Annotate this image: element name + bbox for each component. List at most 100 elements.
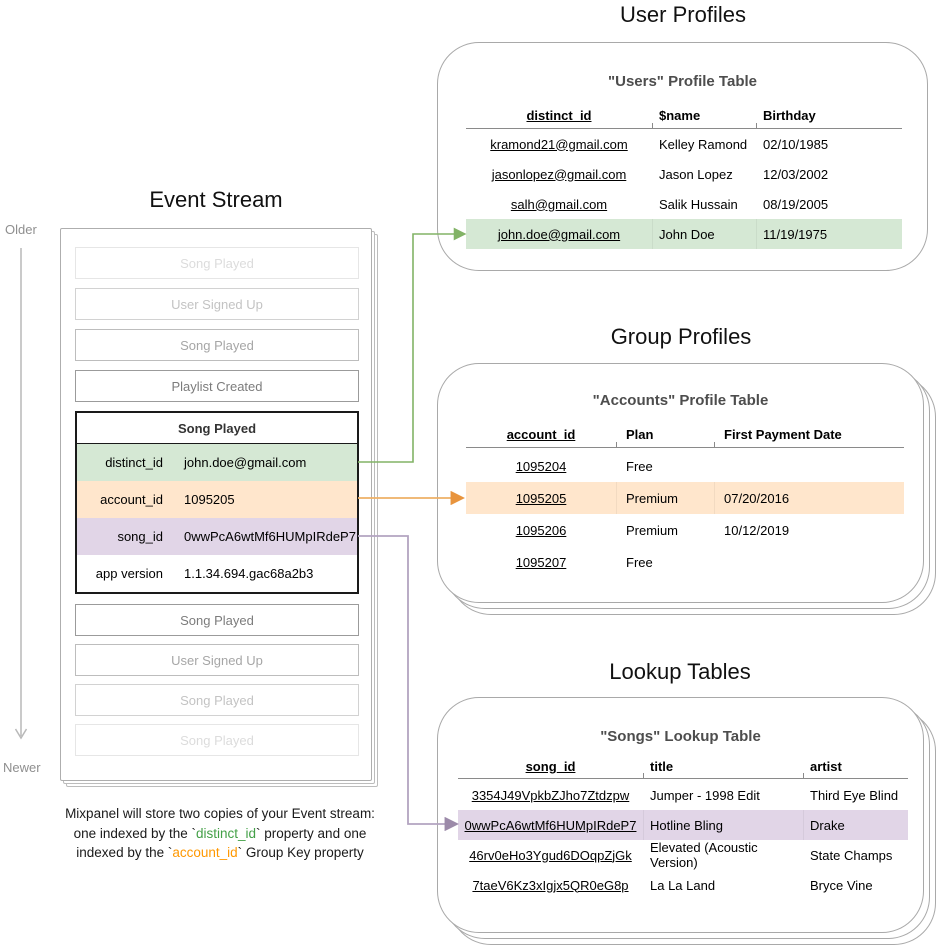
caption-text: one indexed by the `	[73, 825, 196, 841]
caption-text: indexed by the `	[76, 845, 173, 860]
column-divider-tick	[714, 442, 715, 447]
column-divider-tick	[652, 123, 653, 128]
cell-account-id: 1095206	[515, 522, 567, 538]
user-profiles-title: User Profiles	[620, 2, 746, 27]
cell-name: John Doe	[652, 219, 756, 249]
table-row: 46rv0eHo3Ygud6DOqpZjGk Elevated (Acousti…	[458, 840, 908, 870]
column-header-artist: artist	[810, 758, 842, 774]
accounts-card-title: "Accounts" Profile Table	[592, 392, 769, 409]
event-stream-caption: Mixpanel will store two copies of your E…	[20, 804, 420, 863]
table-row: jasonlopez@gmail.com Jason Lopez 12/03/2…	[466, 159, 902, 189]
caption-line-3: indexed by the `account_id` Group Key pr…	[20, 843, 420, 863]
cell-account-id: 1095204	[515, 458, 567, 474]
property-value: john.doe@gmail.com	[184, 455, 307, 470]
property-value: 1.1.34.694.gac68a2b3	[184, 566, 314, 581]
cell-plan: Premium	[616, 482, 714, 514]
property-value: 1095205	[184, 492, 235, 507]
songs-card-title: "Songs" Lookup Table	[600, 728, 761, 745]
highlighted-table-row-john-doe: john.doe@gmail.com John Doe 11/19/1975	[466, 219, 902, 249]
songs-lookup-card: "Songs" Lookup Table song_id title artis…	[437, 697, 924, 933]
column-header-song-id: song_id	[525, 758, 576, 774]
expanded-event-name: Song Played	[77, 413, 357, 444]
column-header-birthday: Birthday	[763, 108, 816, 123]
column-header-name: $name	[659, 108, 701, 123]
event-box-song-played: Song Played	[75, 329, 359, 361]
event-box-song-played: Song Played	[75, 247, 359, 279]
event-box-song-played: Song Played	[75, 684, 359, 716]
cell-account-id: 1095205	[515, 490, 567, 506]
cell-plan: Free	[626, 458, 653, 474]
highlighted-table-row-1095205: 1095205 Premium 07/20/2016	[466, 482, 904, 514]
cell-first-payment-date: 10/12/2019	[724, 522, 790, 538]
event-box-user-signed-up: User Signed Up	[75, 644, 359, 676]
cell-song-id: 46rv0eHo3Ygud6DOqpZjGk	[469, 847, 632, 863]
table-row: 1095207 Free	[466, 546, 904, 578]
cell-artist: Bryce Vine	[810, 877, 873, 893]
cell-song-id: 7taeV6Kz3xIgjx5QR0eG8p	[472, 877, 629, 893]
column-divider-tick	[616, 442, 617, 447]
cell-distinct-id: john.doe@gmail.com	[497, 226, 621, 242]
cell-song-id: 3354J49VpkbZJho7Ztdzpw	[471, 787, 630, 803]
property-key: song_id	[117, 529, 163, 544]
caption-line-1: Mixpanel will store two copies of your E…	[65, 806, 375, 821]
event-box-song-played: Song Played	[75, 604, 359, 636]
cell-birthday: 08/19/2005	[763, 196, 829, 212]
caption-distinct-id: distinct_id	[195, 825, 257, 841]
event-box-song-played: Song Played	[75, 724, 359, 756]
table-row: kramond21@gmail.com Kelley Ramond 02/10/…	[466, 129, 902, 159]
time-axis-arrow	[14, 248, 28, 740]
cell-birthday: 12/03/2002	[763, 166, 829, 182]
event-property-account-id: account_id 1095205	[77, 481, 357, 518]
cell-birthday: 02/10/1985	[763, 136, 829, 152]
property-key: account_id	[100, 492, 163, 507]
table-row: 7taeV6Kz3xIgjx5QR0eG8p La La Land Bryce …	[458, 870, 908, 900]
cell-account-id: 1095207	[515, 554, 567, 570]
caption-text: ` Group Key property	[237, 845, 364, 860]
column-header-plan: Plan	[626, 427, 654, 442]
cell-name: Kelley Ramond	[659, 136, 748, 152]
column-header-distinct-id: distinct_id	[526, 108, 592, 123]
column-header-first-payment-date: First Payment Date	[724, 427, 842, 442]
cell-plan: Free	[626, 554, 653, 570]
newer-axis-label: Newer	[3, 760, 41, 775]
cell-distinct-id: kramond21@gmail.com	[490, 136, 628, 152]
users-profile-card: "Users" Profile Table distinct_id $name …	[437, 42, 928, 271]
lookup-tables-title: Lookup Tables	[609, 659, 751, 684]
caption-line-2: one indexed by the `distinct_id` propert…	[20, 824, 420, 844]
column-divider-tick	[643, 773, 644, 778]
accounts-table: account_id Plan First Payment Date 10952…	[466, 422, 904, 578]
cell-title: La La Land	[650, 877, 716, 893]
songs-table: song_id title artist 3354J49VpkbZJho7Ztd…	[458, 754, 908, 900]
cell-birthday: 11/19/1975	[756, 219, 902, 249]
event-property-distinct-id: distinct_id john.doe@gmail.com	[77, 444, 357, 481]
event-box-user-signed-up: User Signed Up	[75, 288, 359, 320]
property-value: 0wwPcA6wtMf6HUMpIRdeP7	[184, 529, 356, 544]
column-divider-tick	[756, 123, 757, 128]
users-table-header: distinct_id $name Birthday	[466, 103, 902, 129]
cell-distinct-id: jasonlopez@gmail.com	[491, 166, 627, 182]
cell-song-id: 0wwPcA6wtMf6HUMpIRdeP7	[464, 817, 637, 833]
event-stream-container: Song Played User Signed Up Song Played P…	[60, 228, 372, 781]
property-key: distinct_id	[105, 455, 163, 470]
cell-title: Jumper - 1998 Edit	[650, 787, 760, 803]
expanded-event-card: Song Played distinct_id john.doe@gmail.c…	[75, 411, 359, 594]
accounts-profile-card: "Accounts" Profile Table account_id Plan…	[437, 363, 924, 603]
cell-title: Hotline Bling	[643, 810, 803, 840]
column-header-title: title	[650, 758, 674, 774]
group-profiles-title: Group Profiles	[610, 324, 752, 349]
accounts-table-header: account_id Plan First Payment Date	[466, 422, 904, 448]
event-property-song-id: song_id 0wwPcA6wtMf6HUMpIRdeP7	[77, 518, 357, 555]
cell-title: Elevated (Acoustic Version)	[650, 840, 758, 870]
older-axis-label: Older	[5, 222, 37, 237]
table-row: 1095206 Premium 10/12/2019	[466, 514, 904, 546]
cell-first-payment-date: 07/20/2016	[714, 482, 904, 514]
cell-artist: Third Eye Blind	[810, 787, 899, 803]
event-box-playlist-created: Playlist Created	[75, 370, 359, 402]
cell-artist: State Champs	[810, 847, 893, 863]
cell-name: Jason Lopez	[659, 166, 733, 182]
users-table: distinct_id $name Birthday kramond21@gma…	[466, 103, 902, 249]
event-stream-title: Event Stream	[149, 187, 283, 212]
property-key: app version	[95, 566, 163, 581]
cell-plan: Premium	[626, 522, 679, 538]
